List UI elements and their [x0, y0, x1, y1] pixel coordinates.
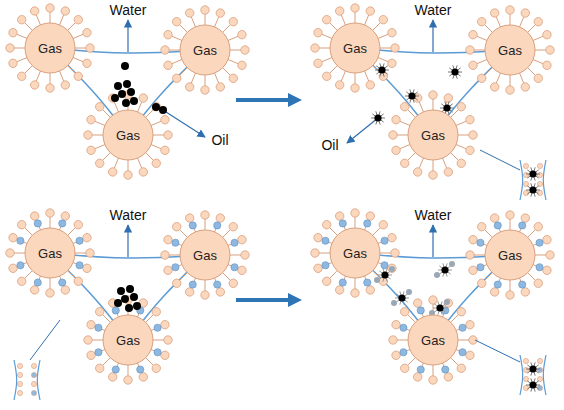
- surfactant-layer: [311, 4, 399, 92]
- film-inset: [520, 355, 546, 395]
- surfactant-layer: [161, 211, 249, 299]
- phase-label: Water: [110, 2, 147, 18]
- bubble-label: Gas: [193, 248, 217, 263]
- coated-droplet: [448, 65, 462, 78]
- surfactant-layer: [311, 209, 399, 297]
- film-inset: [14, 360, 40, 400]
- surfactant-layer: [389, 296, 477, 384]
- oil-droplet: [111, 94, 119, 102]
- bubble-label: Gas: [343, 246, 367, 261]
- leader-line: [30, 320, 60, 360]
- surfactant-layer: [161, 6, 249, 94]
- film-inset: [520, 160, 546, 200]
- coated-droplet: [526, 183, 540, 196]
- oil-droplet: [121, 62, 129, 70]
- oil-droplet: [152, 103, 160, 111]
- gas-bubble: Gas: [24, 22, 76, 74]
- pointer-arrow: [127, 20, 128, 52]
- gas-bubble: Gas: [24, 227, 76, 279]
- coated-droplet: [526, 378, 540, 391]
- oil-droplet: [121, 295, 129, 303]
- gas-bubble: Gas: [179, 229, 231, 281]
- bubble-label: Gas: [498, 248, 522, 263]
- process-arrow: [236, 93, 302, 107]
- bubble-label: Gas: [116, 333, 140, 348]
- leader-line: [475, 340, 520, 362]
- gas-bubble: Gas: [407, 109, 459, 161]
- surfactant-layer: [389, 91, 477, 179]
- coated-droplet: [371, 111, 385, 124]
- particle: [374, 277, 380, 283]
- oil-droplet: [133, 302, 141, 310]
- oil-droplet: [159, 106, 167, 114]
- oil-droplet: [123, 80, 131, 88]
- coated-droplet: [526, 167, 540, 180]
- bubble-label: Gas: [193, 43, 217, 58]
- gas-bubble: Gas: [102, 314, 154, 366]
- bubble-label: Gas: [38, 41, 62, 56]
- oil-droplet: [117, 287, 125, 295]
- surfactant-layer: [6, 4, 94, 92]
- coated-droplet: [526, 362, 540, 375]
- phase-label: Oil: [321, 137, 338, 153]
- gas-bubble: Gas: [179, 24, 231, 76]
- leader-line: [480, 150, 520, 170]
- particle: [406, 289, 412, 295]
- oil-droplet: [114, 299, 122, 307]
- surfactant-layer: [466, 6, 554, 94]
- coated-droplet: [405, 89, 419, 102]
- bubble-label: Gas: [343, 41, 367, 56]
- bubble-label: Gas: [421, 128, 445, 143]
- phase-label: Water: [110, 207, 147, 223]
- phase-label: Oil: [211, 132, 228, 148]
- pointer-arrow: [347, 118, 378, 143]
- coated-droplet: [375, 63, 389, 76]
- surfactant-layer: [84, 296, 172, 384]
- oil-droplet: [130, 293, 138, 301]
- phase-label: Water: [415, 207, 452, 223]
- bubble-label: Gas: [421, 333, 445, 348]
- particle: [391, 300, 397, 306]
- process-arrow: [236, 293, 302, 307]
- phase-label: Water: [415, 2, 452, 18]
- bubble-label: Gas: [38, 246, 62, 261]
- particle: [449, 261, 455, 267]
- oil-droplet: [130, 97, 138, 105]
- gas-bubble: Gas: [484, 229, 536, 281]
- surfactant-layer: [6, 209, 94, 297]
- gas-bubble: Gas: [329, 227, 381, 279]
- gas-bubble: Gas: [484, 24, 536, 76]
- pointer-arrow: [127, 225, 128, 257]
- oil-droplet: [127, 88, 135, 96]
- pointer-arrow: [166, 112, 205, 137]
- gas-bubble: Gas: [102, 109, 154, 161]
- surfactant-layer: [466, 211, 554, 299]
- oil-droplet: [118, 90, 126, 98]
- oil-droplet: [114, 82, 122, 90]
- particle: [389, 266, 395, 272]
- bubble-label: Gas: [116, 128, 140, 143]
- particle: [444, 299, 450, 305]
- surfactant-layer: [84, 91, 172, 179]
- gas-bubble: Gas: [407, 314, 459, 366]
- particle: [434, 272, 440, 278]
- gas-bubble: Gas: [329, 22, 381, 74]
- bubble-label: Gas: [498, 43, 522, 58]
- oil-droplet: [126, 285, 134, 293]
- oil-droplet: [125, 304, 133, 312]
- oil-droplet: [122, 99, 130, 107]
- pointer-arrow: [432, 20, 433, 52]
- pointer-arrow: [432, 225, 433, 257]
